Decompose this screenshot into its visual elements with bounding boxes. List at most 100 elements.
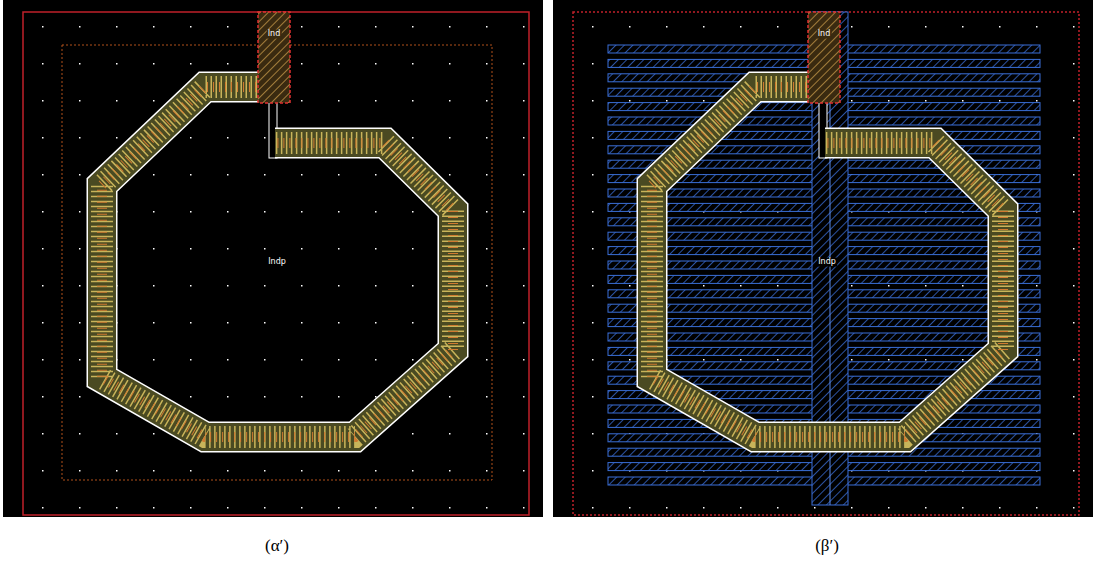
grid-dot	[523, 285, 525, 287]
grid-dot	[1036, 26, 1038, 28]
grid-dot	[777, 507, 779, 509]
grid-dot	[1036, 285, 1038, 287]
grid-dot	[227, 248, 229, 250]
grid-dot	[264, 507, 266, 509]
grid-dot	[486, 507, 488, 509]
grid-dot	[116, 433, 118, 435]
grid-dot	[227, 285, 229, 287]
grid-dot	[412, 433, 414, 435]
grid-dot	[1073, 211, 1075, 213]
grid-dot	[79, 100, 81, 102]
grid-dot	[301, 100, 303, 102]
grid-dot	[1073, 63, 1075, 65]
grid-dot	[338, 322, 340, 324]
grid-dot	[523, 433, 525, 435]
grid-dot	[523, 100, 525, 102]
grid-dot	[412, 26, 414, 28]
grid-dot	[999, 507, 1001, 509]
grid-dot	[592, 470, 594, 472]
grid-dot	[703, 507, 705, 509]
grid-dot	[592, 63, 594, 65]
grid-dot	[925, 507, 927, 509]
layout-ground	[553, 0, 1093, 517]
grid-dot	[153, 285, 155, 287]
grid-dot	[153, 359, 155, 361]
grid-dot	[153, 174, 155, 176]
grid-dot	[888, 359, 890, 361]
grid-dot	[412, 100, 414, 102]
outer-boundary	[573, 12, 1079, 515]
grid-dot	[190, 248, 192, 250]
grid-dot	[412, 359, 414, 361]
grid-dot	[486, 359, 488, 361]
grid-dot	[592, 211, 594, 213]
grid-dot	[264, 359, 266, 361]
grid-dot	[1073, 359, 1075, 361]
inductor-panel	[553, 0, 1093, 517]
grid-dot	[412, 63, 414, 65]
grid-dot	[740, 507, 742, 509]
grid-dot	[227, 211, 229, 213]
grid-dot	[592, 100, 594, 102]
grid-dot	[925, 26, 927, 28]
grid-dot	[153, 248, 155, 250]
grid-dot	[449, 433, 451, 435]
grid-dot	[301, 248, 303, 250]
grid-dot	[740, 26, 742, 28]
grid-dot	[523, 470, 525, 472]
grid-dot	[153, 63, 155, 65]
grid-dot	[338, 100, 340, 102]
grid-dot	[1036, 507, 1038, 509]
grid-dot	[523, 63, 525, 65]
grid-dot	[338, 211, 340, 213]
grid-dot	[703, 100, 705, 102]
grid-dot	[79, 248, 81, 250]
grid-dot	[190, 26, 192, 28]
grid-dot	[486, 470, 488, 472]
grid-dot	[851, 285, 853, 287]
grid-dot	[42, 100, 44, 102]
grid-dot	[227, 137, 229, 139]
grid-dot	[592, 248, 594, 250]
panel-caption: (β′)	[814, 537, 840, 556]
grid-dot	[486, 100, 488, 102]
grid-dot	[592, 433, 594, 435]
grid-dot	[777, 359, 779, 361]
grid-dot	[486, 433, 488, 435]
trace-metal	[652, 87, 1003, 437]
grid-dot	[523, 174, 525, 176]
trace-vias	[102, 87, 453, 437]
grid-dot	[523, 507, 525, 509]
grid-dot	[227, 63, 229, 65]
grid-dot	[925, 285, 927, 287]
grid-dot	[449, 63, 451, 65]
grid-dot	[116, 137, 118, 139]
grid-dot	[703, 285, 705, 287]
grid-dot	[338, 285, 340, 287]
grid-dot	[42, 322, 44, 324]
grid-dot	[523, 211, 525, 213]
trace-outline	[102, 87, 453, 437]
grid-dot	[592, 396, 594, 398]
grid-dot	[264, 322, 266, 324]
grid-dot	[375, 100, 377, 102]
grid-dot	[925, 359, 927, 361]
grid-dot	[301, 396, 303, 398]
grid-dot	[999, 100, 1001, 102]
cell-name: Indp	[817, 258, 837, 267]
grid-dot	[629, 285, 631, 287]
grid-dot	[375, 26, 377, 28]
grid-dot	[42, 63, 44, 65]
grid-dot	[153, 26, 155, 28]
grid-dot	[888, 26, 890, 28]
grid-dot	[962, 100, 964, 102]
grid-dot	[449, 470, 451, 472]
grid-dot	[375, 248, 377, 250]
grid-dot	[449, 507, 451, 509]
grid-dot	[486, 211, 488, 213]
grid-dot	[153, 100, 155, 102]
grid-dot	[338, 63, 340, 65]
grid-dot	[740, 285, 742, 287]
